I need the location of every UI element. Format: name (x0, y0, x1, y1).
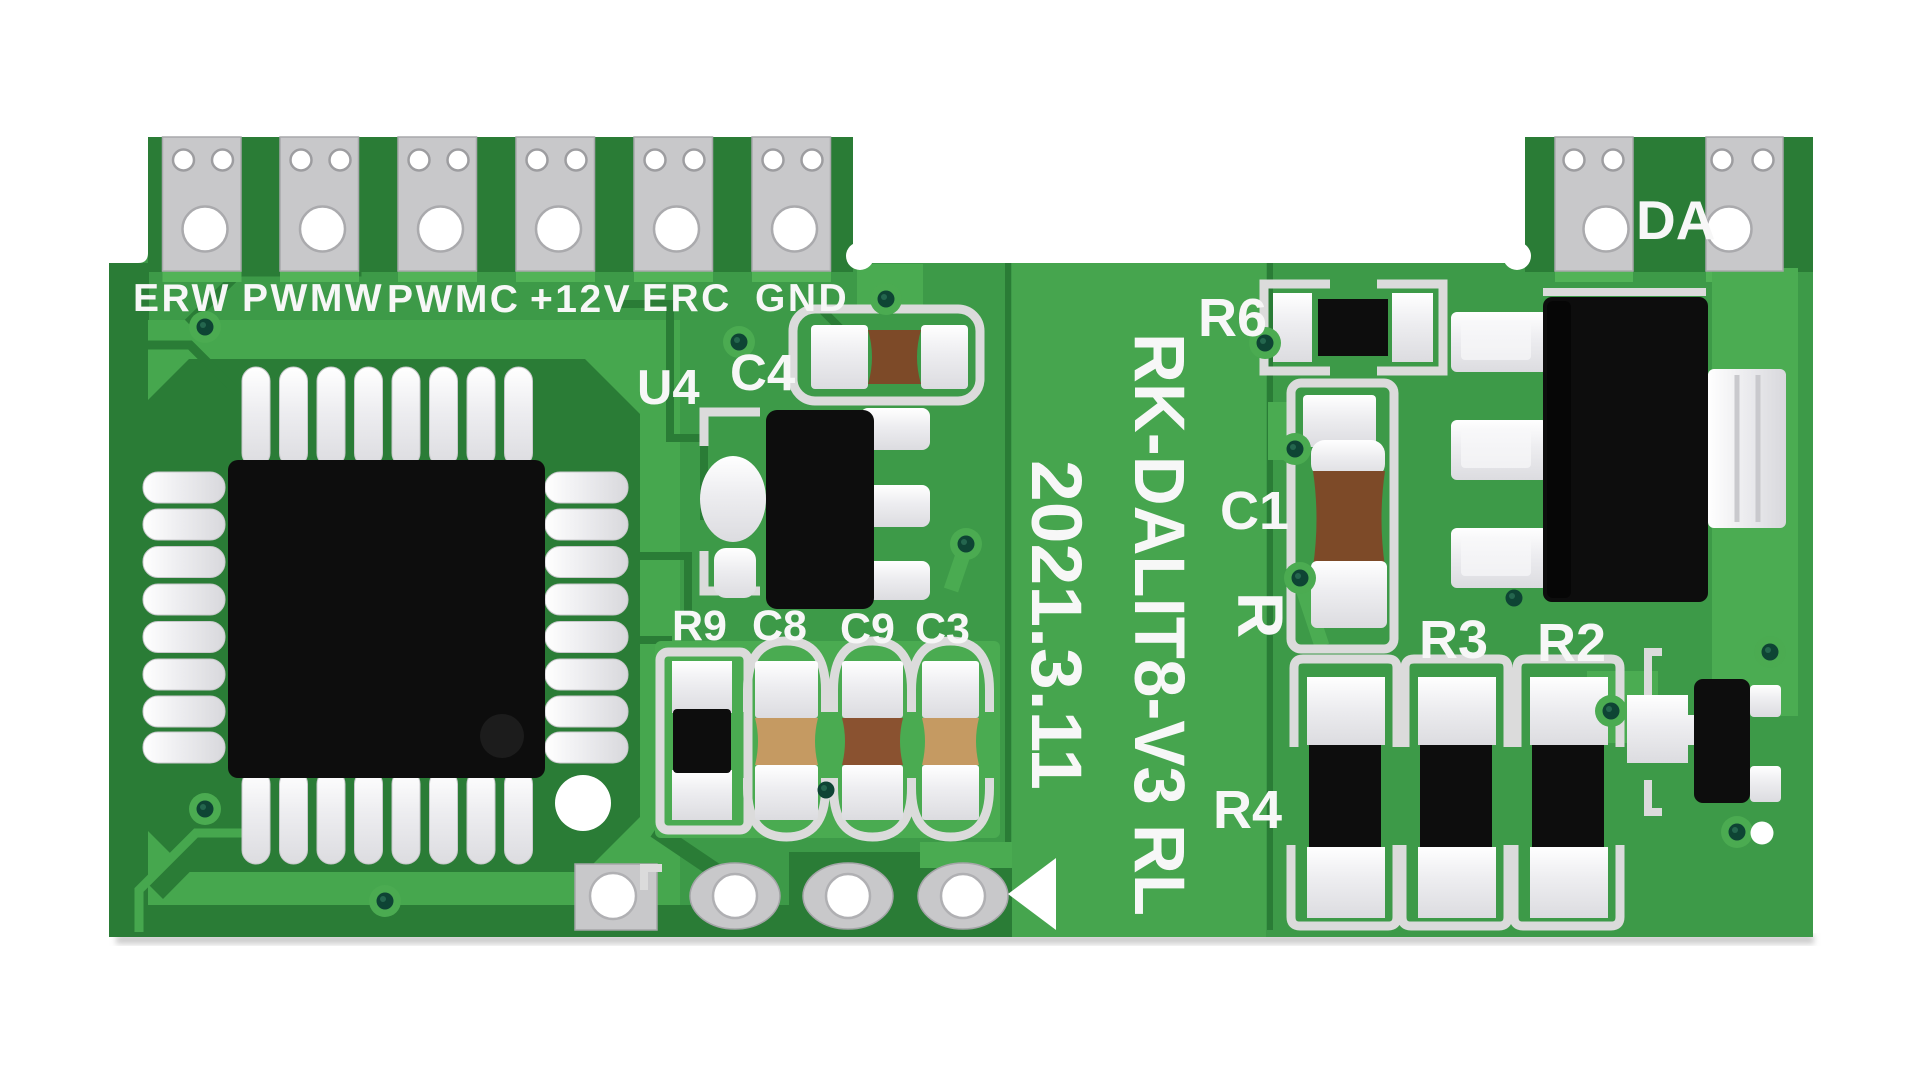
svg-text:C3: C3 (915, 605, 970, 653)
svg-text:+12V: +12V (530, 278, 632, 321)
svg-text:ERW: ERW (133, 277, 231, 320)
svg-text:DA: DA (1636, 189, 1715, 251)
svg-text:C8: C8 (752, 602, 807, 650)
svg-text:C4: C4 (730, 344, 796, 401)
svg-text:R3: R3 (1419, 610, 1488, 670)
svg-text:R4: R4 (1213, 780, 1282, 840)
svg-text:RK-DALIT8-V3 RL: RK-DALIT8-V3 RL (1119, 333, 1198, 916)
svg-text:R2: R2 (1537, 613, 1606, 673)
svg-text:R9: R9 (672, 602, 727, 650)
svg-text:C1: C1 (1220, 481, 1289, 541)
svg-text:PWMC: PWMC (387, 278, 520, 321)
svg-text:U4: U4 (637, 361, 700, 415)
svg-text:C9: C9 (840, 605, 895, 653)
svg-text:2021.3.11: 2021.3.11 (1016, 460, 1095, 790)
svg-text:R6: R6 (1198, 288, 1267, 348)
svg-text:GND: GND (755, 277, 849, 320)
svg-text:ERC: ERC (642, 277, 732, 320)
svg-text:R: R (1224, 592, 1296, 638)
svg-text:PWMW: PWMW (242, 277, 384, 320)
